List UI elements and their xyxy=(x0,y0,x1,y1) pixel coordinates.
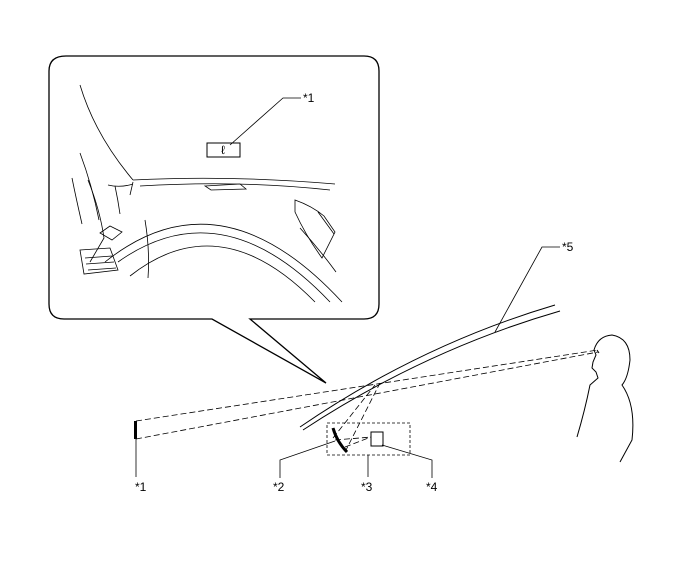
callout-4: *4 xyxy=(426,480,438,494)
hud-display-panel xyxy=(370,431,384,447)
leader-lines xyxy=(135,97,560,478)
virtual-image-marker xyxy=(134,421,137,439)
sight-lines xyxy=(135,349,599,453)
inset-hood-illustration xyxy=(71,84,343,303)
inset-bubble xyxy=(48,55,380,384)
hud-unit xyxy=(326,422,411,456)
hud-mirror xyxy=(331,427,349,454)
hud-display-glyph: ℓ xyxy=(221,143,225,157)
callout-3: *3 xyxy=(361,480,373,494)
callout-1: *1 xyxy=(135,480,147,494)
callout-5: *5 xyxy=(562,240,574,254)
windshield xyxy=(299,304,561,431)
hud-unit-housing xyxy=(326,422,411,456)
driver-head-outline xyxy=(576,334,634,463)
callout-inset-1: *1 xyxy=(303,91,315,105)
hud-display-image: ℓ xyxy=(206,142,241,158)
callout-2: *2 xyxy=(273,480,285,494)
